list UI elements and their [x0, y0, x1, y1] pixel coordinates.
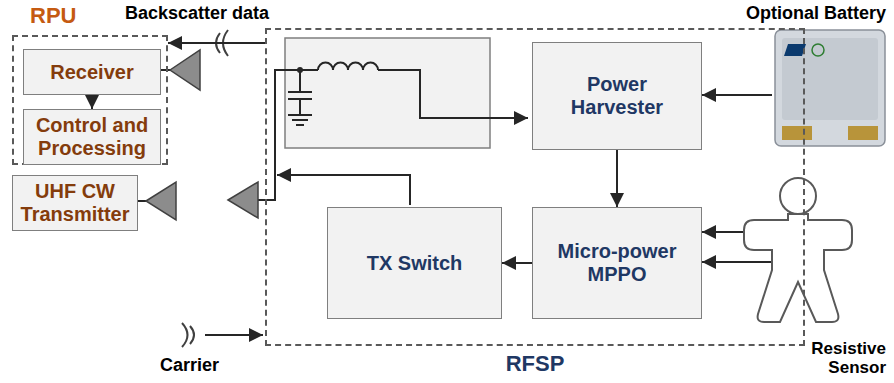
wave-symbol: [182, 323, 194, 347]
signal-arrow: [91, 95, 93, 109]
box-label: Power Harvester: [539, 73, 695, 119]
capacitor-symbol: [288, 70, 312, 125]
group-heading: RFSP: [267, 352, 803, 376]
battery-wire: [702, 94, 772, 96]
antenna-symbol: [146, 182, 176, 220]
signal-arrow: [616, 150, 618, 207]
annotation-label: Backscatter data: [125, 4, 269, 24]
antenna-symbol: [228, 182, 258, 218]
rpu-group: RPUReceiverControl and Processing: [12, 35, 168, 165]
rf-wire: [258, 70, 318, 200]
filter-box: [285, 38, 490, 148]
sensor-lead: [702, 261, 772, 263]
annotation-label: Resistive Sensor: [786, 340, 886, 377]
signal-arrow: [168, 42, 265, 44]
annotation-label: Optional Battery: [700, 4, 886, 24]
rfsp-group: RFSPPower HarvesterTX SwitchMicro-power …: [265, 28, 805, 346]
rf-wire: [378, 70, 528, 118]
person-figure: [744, 178, 852, 322]
battery-picture: [775, 30, 885, 146]
sensor-lead: [702, 231, 744, 233]
signal-arrow: [502, 262, 532, 264]
box-label: TX Switch: [334, 252, 495, 275]
transmitter-box: UHF CW Transmitter: [12, 175, 138, 231]
tx-switch-box: TX Switch: [327, 207, 502, 319]
box-label: Micro-power MPPO: [539, 240, 695, 286]
box-label: UHF CW Transmitter: [19, 180, 131, 226]
box-label: Control and Processing: [30, 114, 154, 160]
mppo-box: Micro-power MPPO: [532, 207, 702, 319]
annotation-label: Carrier: [160, 356, 219, 376]
box-label: Receiver: [30, 61, 154, 84]
harvester-box: Power Harvester: [532, 42, 702, 150]
carrier-arrow: [205, 334, 263, 336]
receiver-box: Receiver: [23, 49, 161, 95]
tx-wire: [277, 175, 410, 205]
antenna-symbol: [170, 50, 200, 90]
inductor-symbol: [318, 63, 378, 70]
control-box: Control and Processing: [23, 109, 161, 165]
group-heading: RPU: [30, 4, 76, 28]
